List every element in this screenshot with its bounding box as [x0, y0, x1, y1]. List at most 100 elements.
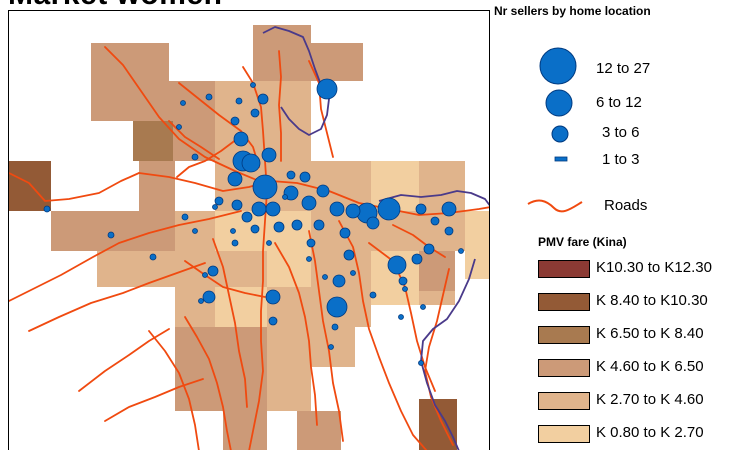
road-line [178, 82, 260, 168]
seller-symbol-medium [366, 216, 380, 230]
seller-symbol-medium [329, 201, 345, 217]
sellers-legend-title: Nr sellers by home location [494, 4, 651, 18]
seller-symbol-medium [265, 201, 281, 217]
road-line [308, 60, 334, 158]
seller-symbol-small [299, 171, 311, 183]
seller-symbol-large [377, 197, 401, 221]
roads-legend-label: Roads [604, 197, 648, 214]
seller-symbol-medium [316, 184, 330, 198]
road-line [338, 220, 428, 450]
fare-class-label: K 0.80 to K 2.70 [596, 424, 704, 441]
seller-symbol-tiny [398, 314, 404, 320]
seller-symbol-tiny [192, 228, 198, 234]
seller-symbol-tiny [322, 274, 328, 280]
seller-symbol-small [398, 276, 408, 286]
seller-symbol-large [241, 153, 261, 173]
sellers-layer [43, 78, 464, 366]
seller-symbol-small [306, 238, 316, 248]
seller-symbol-large [326, 296, 348, 318]
fare-swatch [538, 293, 590, 311]
seller-symbol-tiny [420, 304, 426, 310]
fare-legend-title: PMV fare (Kina) [538, 235, 627, 249]
seller-size-symbol-tiny [554, 156, 568, 162]
seller-symbol-tiny [231, 239, 239, 247]
seller-size-symbol-small [551, 125, 569, 143]
fare-class-label: K 4.60 to K 6.50 [596, 358, 704, 375]
sellers-class-label: 6 to 12 [596, 94, 642, 111]
fare-cell [215, 211, 267, 251]
roads-legend-symbol [527, 199, 583, 213]
seller-symbol-small [231, 199, 243, 211]
seller-symbol-large [316, 78, 338, 100]
seller-symbol-tiny [418, 360, 424, 366]
seller-symbol-small [286, 170, 296, 180]
fare-cell [215, 287, 267, 327]
map-canvas [9, 25, 489, 450]
seller-symbol-medium [251, 201, 267, 217]
seller-symbol-small [230, 116, 240, 126]
seller-symbol-small [268, 316, 278, 326]
seller-symbol-medium [332, 274, 346, 288]
seller-symbol-medium [202, 290, 216, 304]
seller-symbol-tiny [149, 253, 157, 261]
seller-symbol-tiny [328, 344, 334, 350]
seller-symbol-tiny [205, 93, 213, 101]
fare-class-label: K 6.50 to K 8.40 [596, 325, 704, 342]
fare-swatch [538, 359, 590, 377]
fare-cell [51, 211, 97, 251]
seller-symbol-tiny [198, 298, 204, 304]
road-line [424, 268, 454, 446]
fare-cell [133, 121, 173, 161]
seller-symbol-medium [233, 131, 249, 147]
seller-symbol-tiny [369, 291, 377, 299]
seller-symbol-small [444, 226, 454, 236]
map-area [8, 10, 490, 450]
seller-symbol-small [250, 108, 260, 118]
seller-symbol-large [252, 174, 278, 200]
fare-cell [297, 411, 341, 450]
fare-swatch [538, 326, 590, 344]
seller-symbol-small [343, 249, 355, 261]
seller-symbol-small [241, 211, 253, 223]
seller-symbol-medium [227, 171, 243, 187]
seller-symbol-tiny [235, 97, 243, 105]
seller-symbol-small [423, 243, 435, 255]
seller-symbol-tiny [306, 256, 312, 262]
fare-swatch [538, 392, 590, 410]
road-line [78, 328, 170, 392]
seller-symbol-medium [441, 201, 457, 217]
seller-symbol-medium [301, 195, 317, 211]
sellers-class-label: 1 to 3 [602, 151, 640, 168]
seller-symbol-medium [261, 147, 277, 163]
roads-layer [9, 46, 489, 450]
seller-symbol-tiny [266, 240, 272, 246]
fare-cell [173, 81, 215, 121]
fare-cell [175, 367, 215, 411]
seller-symbol-tiny [250, 82, 256, 88]
seller-symbol-tiny [202, 272, 208, 278]
seller-symbol-tiny [191, 153, 199, 161]
road-line [184, 260, 266, 298]
fare-cell [133, 43, 169, 81]
fare-cell [97, 211, 139, 251]
road-line [104, 46, 260, 182]
fare-cell [419, 251, 455, 291]
seller-symbol-small [430, 216, 440, 226]
seller-symbol-tiny [180, 100, 186, 106]
fare-cell [267, 81, 311, 121]
road-line [184, 316, 232, 450]
road-line [28, 262, 206, 332]
map-legend: Nr sellers by home location 12 to 27 6 t… [494, 0, 754, 450]
seller-symbol-tiny [212, 204, 218, 210]
seller-symbol-tiny [282, 194, 288, 200]
fare-cell [139, 161, 175, 211]
seller-symbol-small [291, 219, 303, 231]
seller-size-symbol-medium [545, 89, 573, 117]
seller-size-symbol-large [539, 47, 577, 85]
district-boundary [420, 258, 476, 450]
sellers-class-label: 12 to 27 [596, 60, 651, 77]
seller-symbol-tiny [181, 213, 189, 221]
seller-symbol-tiny [107, 231, 115, 239]
fare-cell [9, 161, 51, 211]
seller-symbol-small [214, 196, 224, 206]
